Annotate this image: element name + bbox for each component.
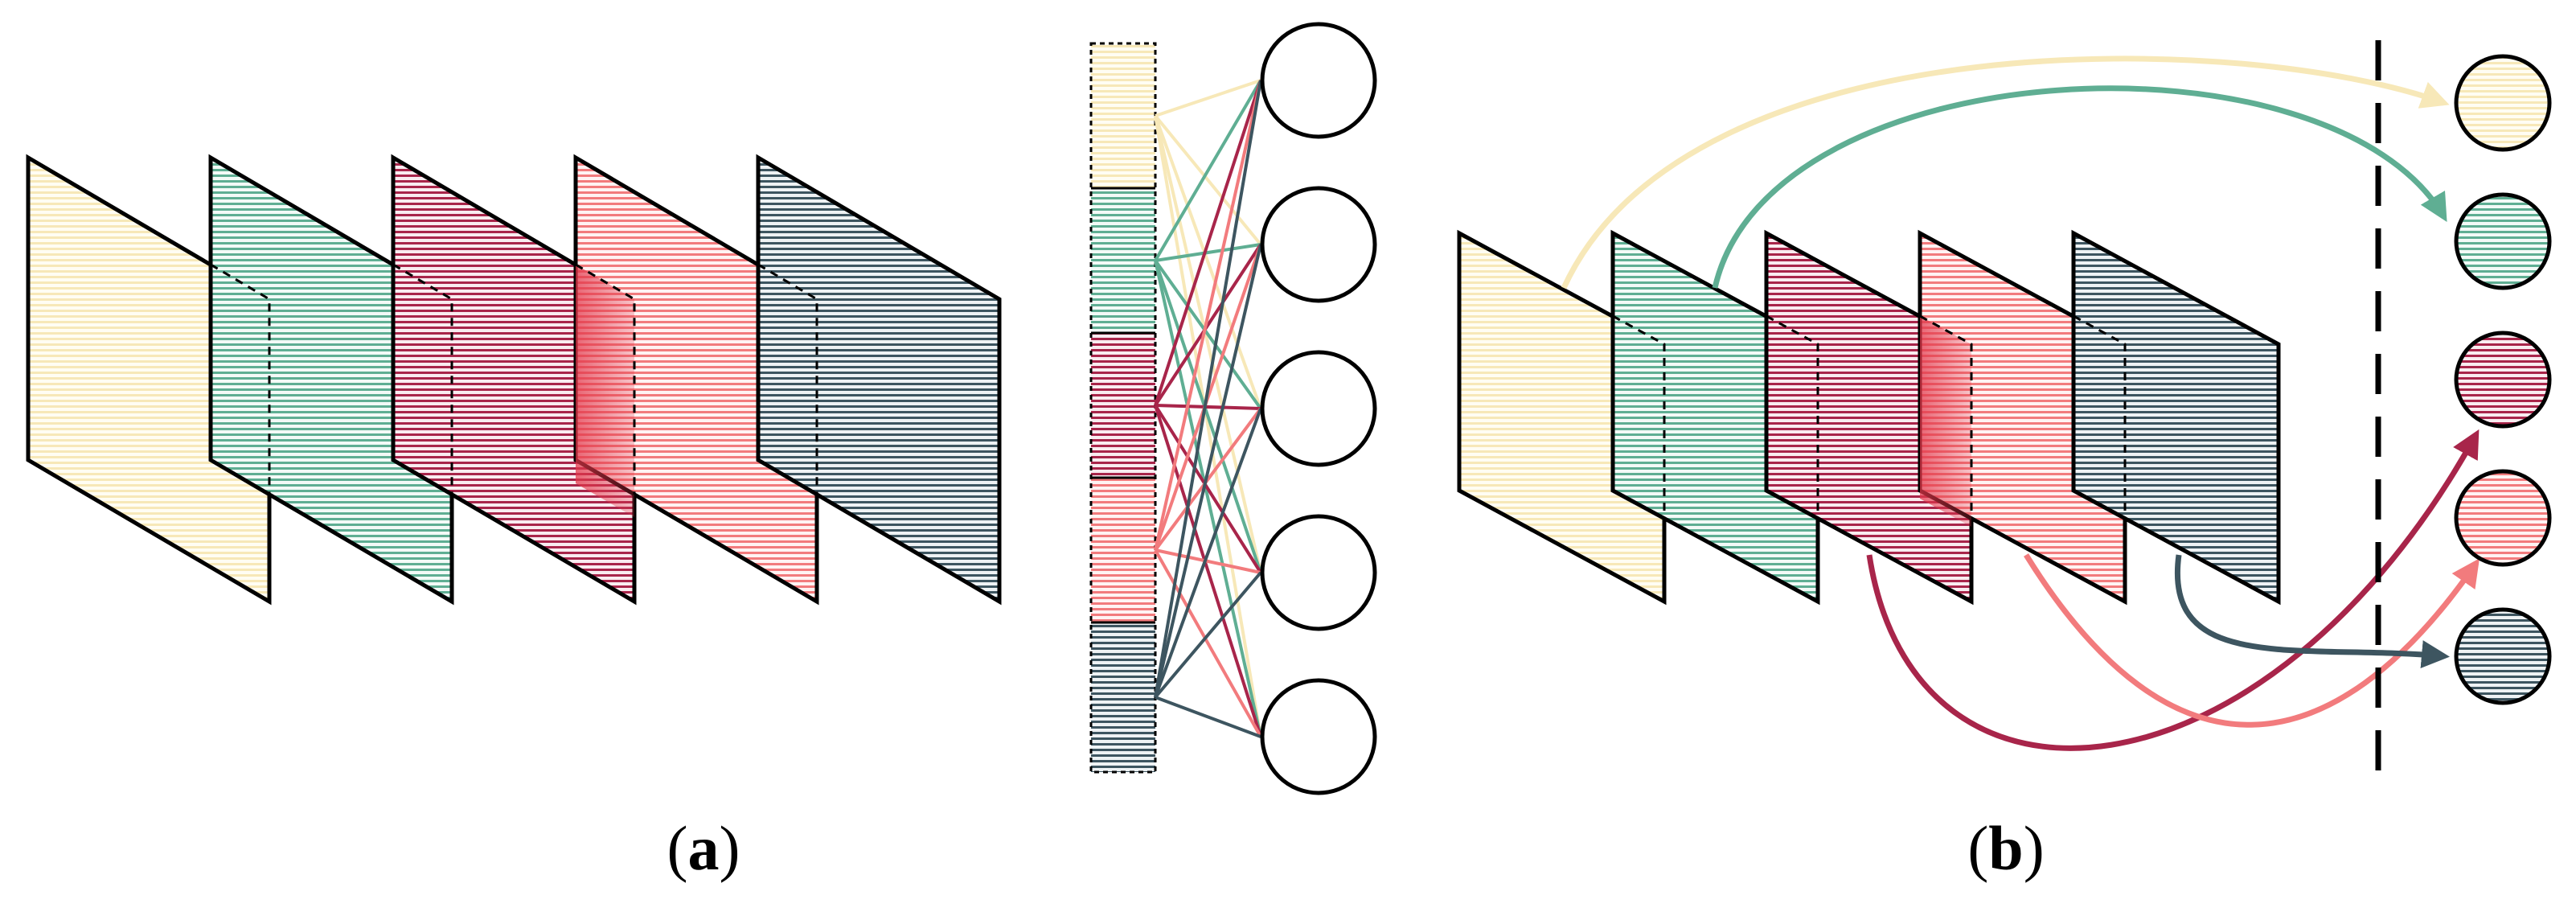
arrow-layer-5 [2174, 554, 2450, 668]
output-neuron [1260, 514, 1377, 631]
connection-line [1154, 571, 1262, 699]
connection-line [1154, 115, 1262, 573]
connection-line [1154, 80, 1262, 698]
connection-line [1154, 549, 1262, 737]
connection-line [1155, 79, 1261, 117]
output-neuron-layer-1 [2454, 54, 2552, 152]
connection-line [1154, 407, 1262, 552]
panel-b-feature-maps [1457, 229, 2281, 606]
vector-segment-5 [1091, 622, 1155, 772]
vector-segment-3 [1091, 333, 1155, 478]
output-neurons-a [1260, 22, 1377, 795]
arrow-layer-3 [1866, 429, 2480, 751]
output-neuron-layer-5 [2454, 607, 2552, 705]
connection-line [1154, 405, 1262, 737]
caption-a-letter: a [687, 813, 720, 883]
caption-a: (a) [667, 813, 740, 883]
panel-a-feature-maps [26, 154, 1002, 606]
fully-connected-lines [1154, 79, 1262, 738]
output-neuron-layer-4 [2454, 469, 2552, 567]
connection-line [1154, 243, 1262, 407]
caption-b: (b) [1967, 813, 2045, 883]
connection-line [1154, 115, 1262, 409]
arrow-layer-1 [1561, 55, 2450, 290]
connection-line [1155, 548, 1261, 574]
connection-line [1154, 404, 1262, 574]
output-neuron [1260, 186, 1377, 303]
overlap-highlight [576, 265, 634, 517]
connection-line [1154, 260, 1262, 737]
connection-line [1154, 79, 1262, 262]
connection-line [1154, 80, 1262, 406]
output-neuron [1260, 678, 1377, 795]
connection-line [1155, 404, 1261, 410]
vector-segment-2 [1091, 188, 1155, 333]
connection-line [1154, 260, 1262, 573]
skip-arrows [1561, 55, 2480, 751]
connection-line [1154, 259, 1262, 410]
vector-segment-4 [1091, 478, 1155, 622]
arrow-layer-2 [1712, 85, 2447, 289]
connection-line [1154, 115, 1262, 737]
panel-a [26, 22, 1377, 795]
vector-dividers [1091, 187, 1155, 624]
connection-line [1154, 114, 1262, 246]
connection-line [1155, 243, 1261, 262]
flattened-vector [1089, 42, 1157, 774]
overlap-highlight [1920, 316, 1971, 527]
hidden-edges [1612, 314, 2127, 515]
connection-line [1154, 408, 1262, 698]
connection-line [1155, 696, 1261, 738]
output-neuron-layer-3 [2454, 331, 2552, 429]
connection-line [1154, 80, 1262, 551]
connection-line [1154, 244, 1262, 698]
panel-b [1457, 40, 2552, 784]
output-neuron [1260, 22, 1377, 139]
output-neuron-layer-2 [2454, 192, 2552, 290]
arrow-layer-4 [2024, 553, 2480, 728]
output-neuron [1260, 350, 1377, 467]
feature-map-5 [756, 154, 1002, 606]
caption-b-letter: b [1988, 813, 2024, 883]
vector-segment-1 [1091, 43, 1155, 188]
output-neurons-b [2454, 54, 2552, 705]
